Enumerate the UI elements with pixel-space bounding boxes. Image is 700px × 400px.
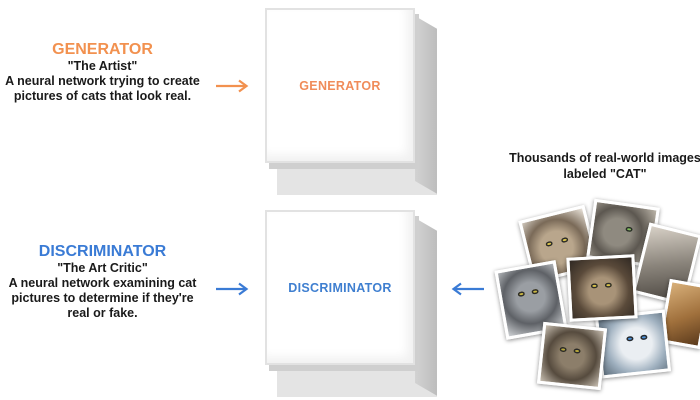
discriminator-box: DISCRIMINATOR <box>265 210 437 400</box>
discriminator-title: DISCRIMINATOR <box>38 243 167 260</box>
generator-box: GENERATOR <box>265 8 437 198</box>
cat-photo <box>566 254 638 322</box>
cat-photo <box>536 321 608 391</box>
generator-description-block: GENERATOR "The Artist" A neural network … <box>0 40 205 104</box>
generator-box-label: GENERATOR <box>299 78 381 93</box>
discriminator-description-block: DISCRIMINATOR "The Art Critic" A neural … <box>0 242 205 321</box>
discriminator-description: A neural network examining cat pictures … <box>8 276 197 320</box>
left-arrow-icon <box>451 282 484 296</box>
generator-title: GENERATOR <box>52 41 153 58</box>
discriminator-box-label: DISCRIMINATOR <box>288 280 392 295</box>
generator-subtitle: "The Artist" <box>67 59 138 73</box>
cat-photo <box>594 309 672 379</box>
right-arrow-icon <box>216 282 249 296</box>
discriminator-subtitle: "The Art Critic" <box>57 261 148 275</box>
generator-description: A neural network trying to create pictur… <box>5 74 200 103</box>
right-arrow-icon <box>216 79 249 93</box>
dataset-caption: Thousands of real-world images labeled "… <box>509 151 700 181</box>
